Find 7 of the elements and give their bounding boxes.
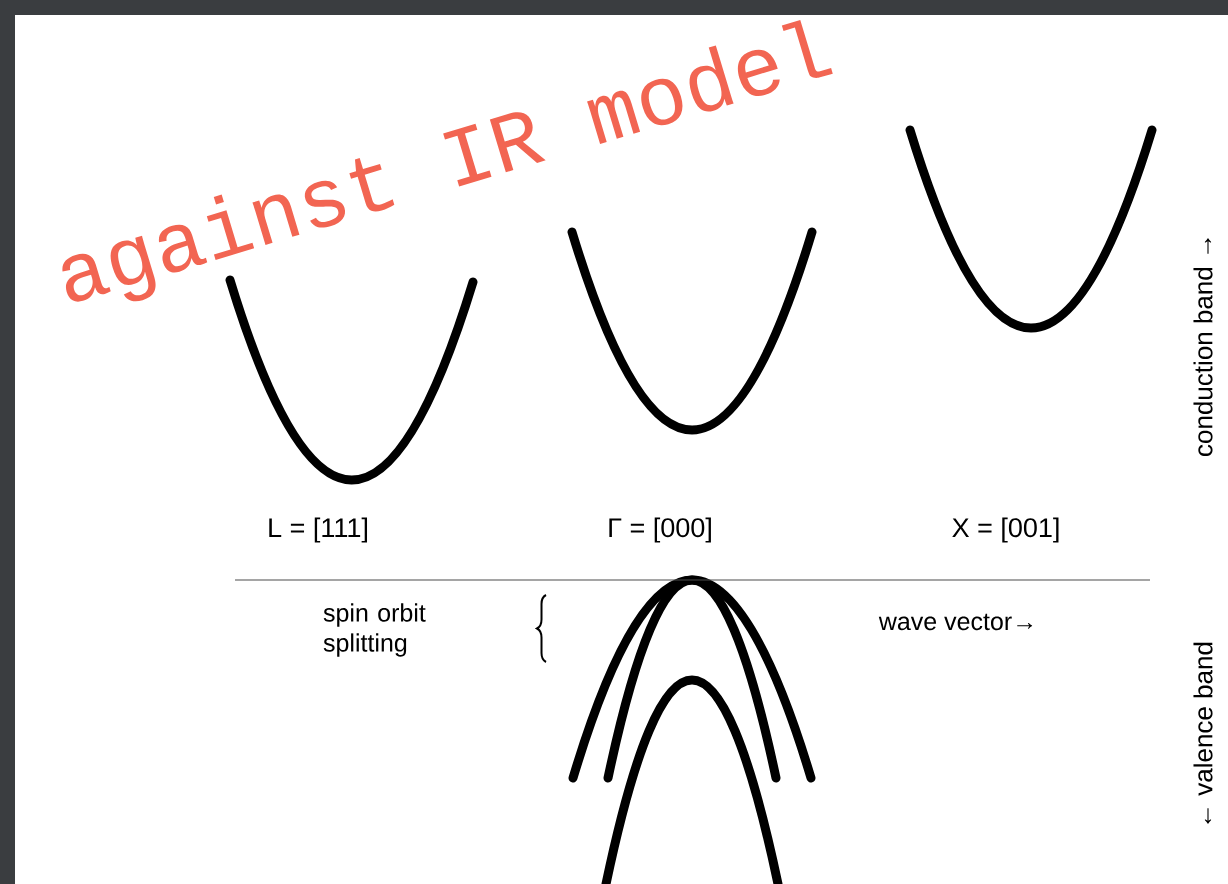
- axis-label: ← valence band: [1193, 642, 1213, 824]
- point-label: L = [111]: [269, 517, 367, 543]
- point-label: Γ = [000]: [609, 517, 711, 543]
- point-label: X = [001]: [952, 517, 1059, 543]
- axis-label: conduction band →: [1193, 238, 1213, 456]
- axis-label: wave vector→: [878, 613, 1033, 631]
- bracket-label: spin orbit splitting: [323, 603, 426, 657]
